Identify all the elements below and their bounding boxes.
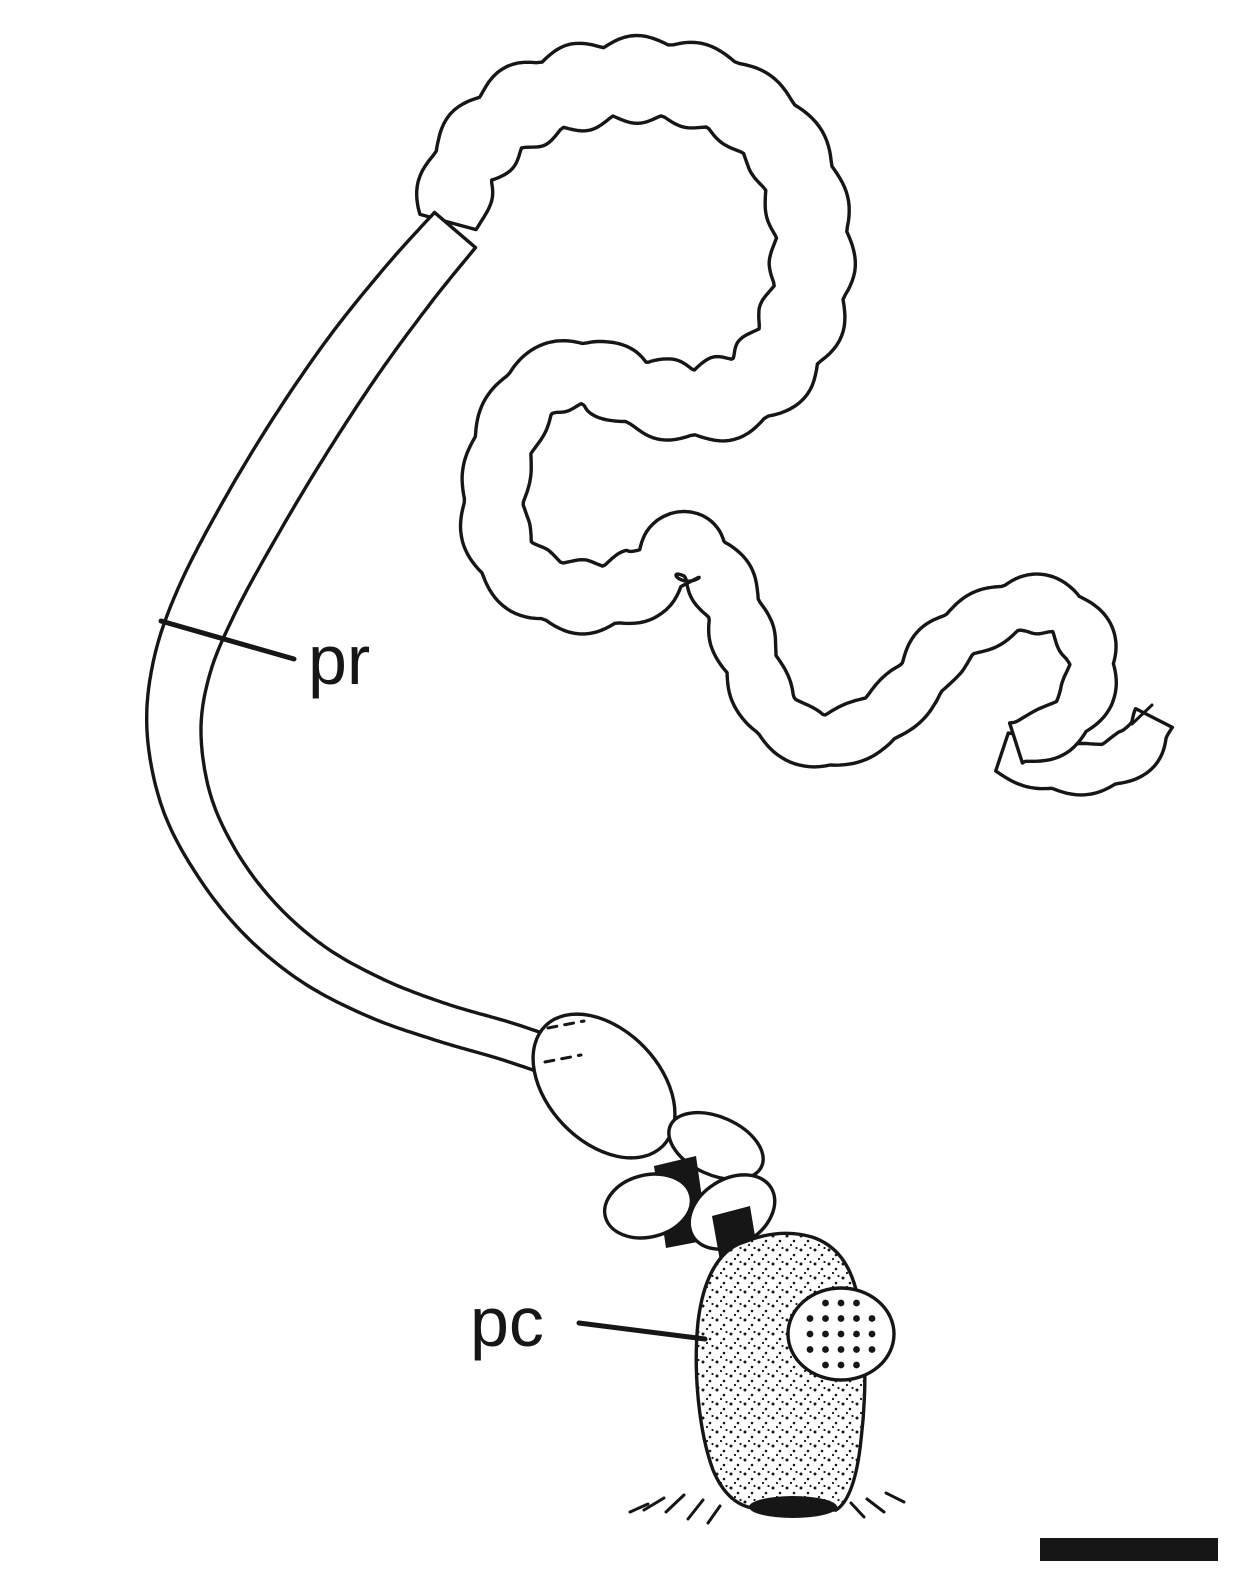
oval-dot	[822, 1330, 829, 1338]
oval-dot	[806, 1330, 814, 1338]
tail-notch	[1130, 703, 1154, 726]
scale-bar	[1040, 1538, 1218, 1561]
leader-line-pc	[576, 1320, 708, 1342]
oval-dot	[868, 1315, 876, 1322]
oval-dot	[837, 1330, 845, 1338]
oval-dot	[853, 1315, 860, 1322]
oval-dot	[837, 1315, 845, 1322]
lower-chamber	[531, 1012, 677, 1160]
oval-dot	[837, 1299, 845, 1307]
oval-dot	[853, 1330, 860, 1338]
leader-line-pr	[158, 618, 297, 662]
oval-dot	[806, 1346, 814, 1353]
convoluted-tube	[415, 33, 1118, 769]
oval-dot	[822, 1361, 829, 1369]
label-pr: pr	[308, 621, 370, 699]
oval-dot	[822, 1346, 829, 1353]
oval-dot	[837, 1346, 845, 1353]
oval-dot	[868, 1346, 876, 1353]
fold-loop-left	[602, 1172, 694, 1240]
chamber-dashed-lines	[543, 1019, 586, 1064]
spotted-oval-dots	[806, 1299, 876, 1369]
labels: pr pc	[158, 618, 708, 1361]
oval-dot	[822, 1315, 829, 1322]
oval-dot	[822, 1299, 829, 1307]
label-pc: pc	[470, 1283, 544, 1361]
oval-dot	[853, 1346, 860, 1353]
substrate-hatching	[628, 1491, 906, 1525]
oval-dot	[806, 1315, 814, 1322]
bulb-base	[749, 1496, 837, 1518]
oval-dot	[868, 1330, 876, 1338]
oval-dot	[837, 1361, 845, 1369]
oval-dot	[853, 1361, 860, 1369]
oval-dot	[853, 1299, 860, 1307]
